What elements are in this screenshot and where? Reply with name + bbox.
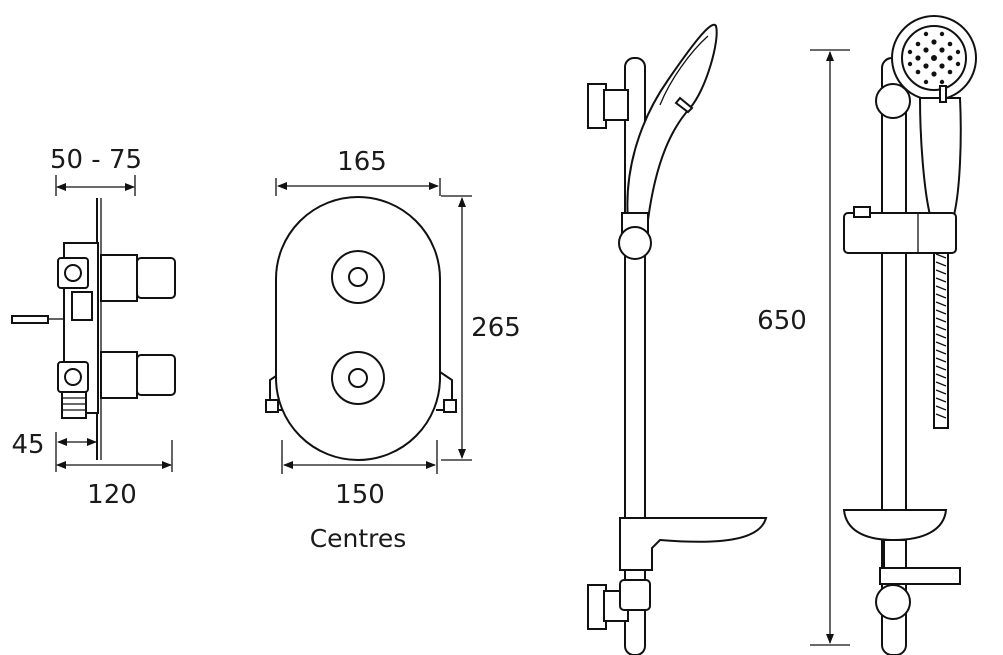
dim-valve-depth-range: 50 - 75 xyxy=(50,145,142,175)
dim-plate-height: 265 xyxy=(471,313,521,343)
valve-side-view xyxy=(11,175,176,472)
dim-plate-width: 165 xyxy=(337,147,387,177)
valve-front-plate xyxy=(265,178,472,474)
dim-valve-overall-depth: 120 xyxy=(87,480,137,510)
dim-rail-height: 650 xyxy=(757,306,807,336)
dim-valve-offset: 45 xyxy=(11,430,44,460)
dim-outlet-centres: 150 xyxy=(335,480,385,510)
spray-nozzles xyxy=(907,31,961,85)
dim-outlet-centres-caption: Centres xyxy=(310,524,407,553)
riser-rail-front-view xyxy=(810,15,977,655)
riser-rail-side-view xyxy=(587,23,768,655)
